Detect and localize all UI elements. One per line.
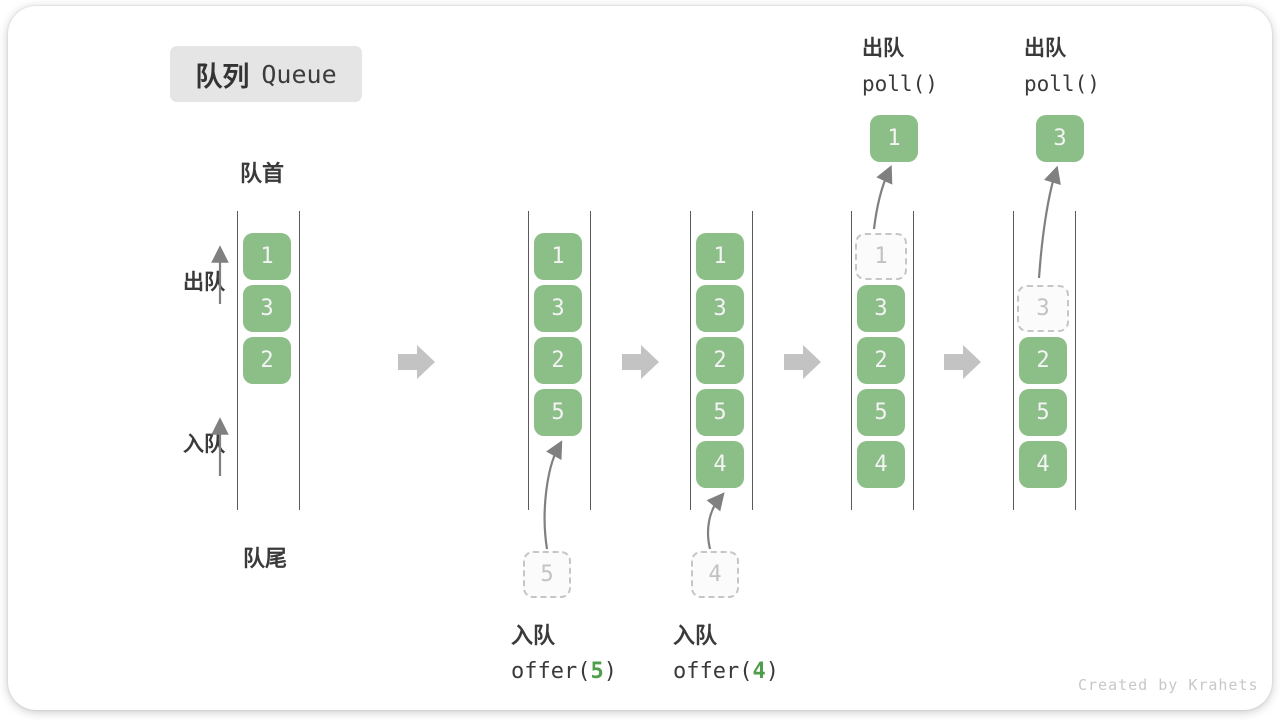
poll-op-1: 出队 poll() <box>862 32 938 96</box>
staged-value-4: 4 <box>691 551 739 598</box>
queue-cell: 5 <box>696 389 744 436</box>
enqueue-op-2: 入队 offer(4) <box>673 618 779 684</box>
queue-cell: 4 <box>1019 441 1067 488</box>
queue-state-2: 1 3 2 5 <box>528 211 591 510</box>
label-queue-rear: 队尾 <box>243 546 288 571</box>
enqueue-op-1-label: 入队 <box>511 623 556 648</box>
step-arrow-1 <box>398 345 435 379</box>
enqueue-op-1-code: offer(5) <box>511 659 617 684</box>
queue-cell: 5 <box>534 389 582 436</box>
step-arrow-4 <box>944 345 981 379</box>
queue-cell: 2 <box>534 337 582 384</box>
queue-state-3: 1 3 2 5 4 <box>690 211 753 510</box>
poll-op-2-code: poll() <box>1024 72 1100 96</box>
poll-result-1: 1 <box>870 115 918 162</box>
queue-cell: 1 <box>243 233 291 280</box>
poll-result-2: 3 <box>1036 115 1084 162</box>
queue-cell: 3 <box>243 285 291 332</box>
title-box: 队列 Queue <box>170 46 362 102</box>
queue-cell: 2 <box>696 337 744 384</box>
queue-state-4: 1 3 2 5 4 <box>851 211 914 510</box>
label-dequeue-left: 出队 <box>183 271 225 294</box>
poll-op-1-code: poll() <box>862 72 938 96</box>
queue-cell: 4 <box>696 441 744 488</box>
enqueue-op-1: 入队 offer(5) <box>511 618 617 684</box>
enqueue-op-2-code: offer(4) <box>673 659 779 684</box>
label-enqueue-left: 入队 <box>183 433 225 456</box>
enqueue-op-2-label: 入队 <box>673 623 718 648</box>
title-en: Queue <box>261 59 337 89</box>
queue-cell: 2 <box>1019 337 1067 384</box>
queue-cell: 4 <box>857 441 905 488</box>
poll-op-1-label: 出队 <box>862 37 904 60</box>
queue-cell: 1 <box>696 233 744 280</box>
watermark: Created by Krahets <box>1078 676 1259 694</box>
queue-cell: 2 <box>857 337 905 384</box>
queue-cell: 5 <box>1019 389 1067 436</box>
queue-cell: 1 <box>534 233 582 280</box>
poll-op-2: 出队 poll() <box>1024 32 1100 96</box>
step-arrow-2 <box>622 345 659 379</box>
title-zh: 队列 <box>195 61 250 92</box>
enqueue-arg: 4 <box>752 659 766 684</box>
queue-cell: 3 <box>696 285 744 332</box>
label-queue-front: 队首 <box>240 161 285 186</box>
queue-cell: 3 <box>534 285 582 332</box>
queue-cell: 5 <box>857 389 905 436</box>
staged-value-5: 5 <box>523 551 571 598</box>
enqueue-arg: 5 <box>590 659 604 684</box>
queue-cell: 2 <box>243 337 291 384</box>
queue-state-1: 1 3 2 <box>237 211 300 510</box>
queue-state-5: 3 2 5 4 <box>1013 211 1076 510</box>
queue-cell: 3 <box>857 285 905 332</box>
poll-op-2-label: 出队 <box>1024 37 1066 60</box>
queue-cell-removed: 3 <box>1017 285 1069 332</box>
queue-cell-removed: 1 <box>855 233 907 280</box>
step-arrow-3 <box>784 345 821 379</box>
